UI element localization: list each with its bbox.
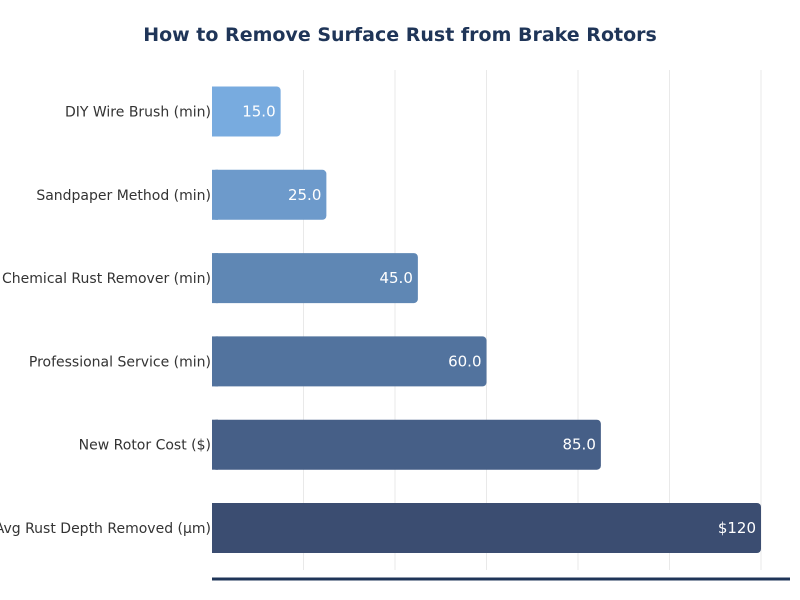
bar — [212, 419, 601, 470]
bar — [212, 336, 487, 387]
value-label: 60.0 — [448, 352, 481, 370]
category-label: DIY Wire Brush (min) — [65, 105, 211, 121]
bars — [212, 86, 761, 553]
bar-edge — [212, 419, 218, 470]
category-label: Professional Service (min) — [29, 354, 211, 370]
bar-edge — [212, 336, 218, 387]
bar-edge — [212, 86, 218, 137]
category-label: New Rotor Cost ($) — [79, 438, 211, 454]
bar — [212, 86, 281, 137]
value-labels: 15.0 25.0 45.0 60.0 85.0 $120 — [242, 103, 756, 538]
bar-edge — [212, 253, 218, 304]
value-label: 45.0 — [379, 269, 412, 287]
bar — [212, 169, 327, 220]
value-label: $120 — [718, 519, 756, 537]
category-label: Sandpaper Method (min) — [36, 188, 211, 204]
category-labels: DIY Wire Brush (min) Sandpaper Method (mi… — [0, 105, 211, 538]
category-label: Chemical Rust Remover (min) — [2, 271, 211, 287]
bar — [212, 503, 761, 553]
bar — [212, 253, 418, 304]
bar-edge — [212, 169, 218, 220]
value-label: 15.0 — [242, 103, 275, 121]
chart-title: How to Remove Surface Rust from Brake Ro… — [143, 24, 657, 46]
grid-lines — [303, 70, 762, 570]
bar-edge — [212, 503, 218, 553]
value-label: 25.0 — [288, 186, 321, 204]
category-label: Avg Rust Depth Removed (µm) — [0, 521, 211, 537]
value-label: 85.0 — [562, 436, 595, 454]
